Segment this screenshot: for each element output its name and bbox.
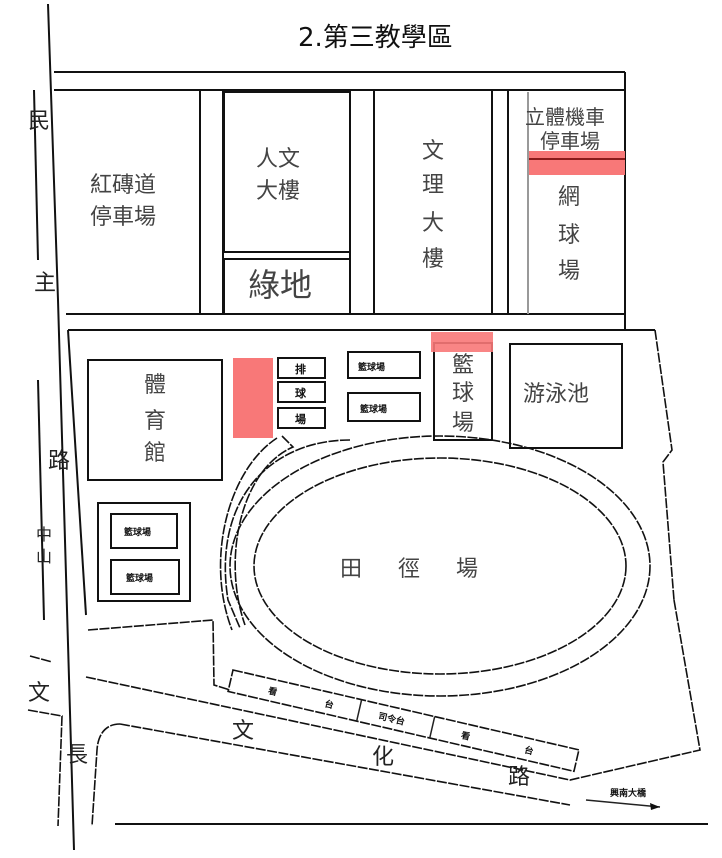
basketball-court-2-label: 籃球場 [360,403,387,415]
badminton-box-3[interactable] [277,407,326,429]
side-road-edge-1 [29,655,53,663]
track-inner-ellipse [253,457,627,675]
grandstand-outline [227,669,580,773]
grandstand-right-label-1: 看 [460,729,471,743]
tennis-label-1: 網 [558,185,580,210]
gymnasium[interactable] [87,359,223,481]
basketball-v-label-1: 籃 [452,353,474,378]
humanities-label-2: 大樓 [256,179,300,204]
badminton-label-1: 排 [295,362,306,376]
direction-label: 興南大橋 [610,787,647,799]
science-label-3: 大 [422,211,444,236]
direction-arrow-icon [650,803,660,810]
map-title: 2.第三教學區 [298,23,453,53]
track-outer-ellipse[interactable] [229,435,651,697]
wenhua-road-corner [91,723,121,827]
west-boundary [67,329,87,616]
motorcycle-parking-label-2: 停車場 [540,129,600,153]
basketball-v-label-2: 球 [452,381,474,406]
swimming-pool[interactable] [509,343,623,449]
basketball-left-2-label: 籃球場 [126,572,153,584]
road-label-lu2: 路 [508,765,530,790]
road-label-wen: 文 [232,719,254,744]
grandstand-left-label-2: 台 [323,698,334,712]
road-label-hua: 化 [372,745,394,770]
basketball-v-label-3: 場 [452,411,474,436]
track-entrance-path [234,435,295,626]
side-road-edge-2 [27,709,63,827]
basketball-court-1[interactable] [347,351,421,379]
basketball-court-1-label: 籃球場 [358,361,385,373]
motorcycle-parking-label-1: 立體機車 [525,105,605,129]
direction-arrow-line [585,799,661,808]
green-space-label: 綠地 [248,266,312,304]
minzhu-road-edge-inner-upper [33,89,39,261]
command-stand-label: 司令台 [377,710,406,728]
red-brick-parking-label-2: 停車場 [90,205,156,230]
basketball-court-2[interactable] [347,392,421,422]
minzhu-road-edge-outer [47,3,75,851]
humanities-label-1: 人文 [256,147,300,172]
wenhua-road-south-edge [119,723,571,806]
gym-label-3: 館 [144,441,166,466]
basketball-court-left-1[interactable] [110,513,178,549]
gym-label-2: 育 [144,409,166,434]
wenhua-road-north-edge [85,599,701,781]
highlight-gym-side [233,358,273,438]
highlight-basketball [431,332,493,352]
track-entrance-path-2 [219,437,278,631]
sw-corner-path [87,619,231,691]
humanities-building[interactable] [223,91,351,253]
track-label-3: 場 [456,557,478,582]
grandstand-divider-1 [355,699,363,722]
track-label-2: 徑 [398,557,420,582]
grandstand-row: 看 台 司令台 看 台 [227,669,580,773]
grandstand-divider-2 [429,716,436,739]
badminton-box-1[interactable] [277,357,326,379]
science-building[interactable] [373,89,493,315]
east-boundary [654,329,675,601]
red-brick-parking-label-1: 紅磚道 [90,173,156,198]
swimming-pool-label: 游泳池 [523,382,589,407]
badminton-label-2: 球 [295,386,307,400]
road-label-shan: 山 [36,547,52,566]
tennis-label-2: 球 [558,223,580,248]
road-label-min: 民 [28,109,50,134]
science-label-4: 樓 [422,247,444,272]
tennis-label-3: 場 [558,259,580,284]
road-label-lu: 路 [48,449,70,474]
badminton-box-2[interactable] [277,381,326,403]
track-label-1: 田 [340,557,362,582]
road-label-zhong: 中 [36,525,52,544]
road-label-chang: 長 [66,743,88,768]
grandstand-right-label-2: 台 [523,744,534,758]
basketball-court-left-2[interactable] [110,559,180,595]
highlight-tennis [529,151,625,175]
badminton-label-3: 場 [295,412,306,426]
grandstand-left-label-1: 看 [267,685,278,699]
green-space[interactable] [223,258,351,315]
gym-label-1: 體 [144,373,166,398]
road-label-zhu: 主 [34,271,56,296]
minzhu-road-edge-inner-lower [37,379,45,621]
basketball-left-1-label: 籃球場 [124,526,151,538]
basketball-court-vertical[interactable] [433,342,493,441]
science-label-1: 文 [422,139,444,164]
road-label-partial: 文 [28,681,50,706]
track-outer-left-curve [224,439,351,629]
science-label-2: 理 [422,173,444,198]
